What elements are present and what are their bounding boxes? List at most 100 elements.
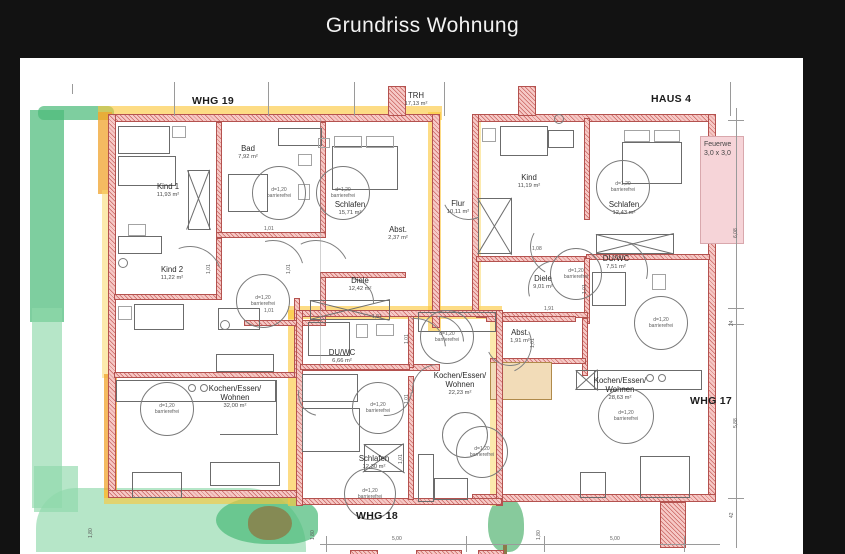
wall-kew17-divider bbox=[582, 318, 588, 376]
room-label-kew17: Kochen/Essen/ Wohnen 28,63 m² bbox=[594, 376, 646, 403]
wall-kind1-right bbox=[216, 238, 222, 300]
wall-kind4-right bbox=[584, 118, 590, 220]
pillow-schlafen4-b bbox=[654, 130, 680, 142]
room-area: 10,11 m² bbox=[446, 209, 470, 215]
furniture-desk-kind1 bbox=[118, 236, 162, 254]
dim-bottom-right: 5,00 bbox=[610, 536, 620, 542]
dining-table-whg17 bbox=[640, 456, 690, 498]
grid-line-b bbox=[268, 82, 269, 116]
furniture-nightstand-kind2 bbox=[118, 306, 132, 320]
kitchen-hob-whg19 bbox=[188, 384, 196, 392]
bf-line1: d=1,20 bbox=[271, 187, 287, 193]
tree-icon-left bbox=[248, 506, 292, 540]
wall-stub-b bbox=[416, 550, 462, 554]
dim-line-bottom bbox=[320, 544, 720, 545]
furniture-stool-kind1 bbox=[118, 258, 128, 268]
room-area: 11,22 m² bbox=[160, 275, 184, 281]
bf-line2: barrierefrei bbox=[610, 187, 636, 193]
room-name: DU/WC bbox=[328, 348, 356, 357]
turning-circle-label-kew17: d=1,20 barrierefrei bbox=[614, 410, 638, 422]
bf-line1: d=1,20 bbox=[439, 331, 455, 337]
room-label-duwc4: DU/WC 7,51 m² bbox=[603, 254, 629, 272]
bf-line2: barrierefrei bbox=[365, 408, 391, 414]
furniture-window-kind2 bbox=[216, 354, 274, 372]
dim-tick-b2 bbox=[466, 536, 467, 552]
bf-line1: d=1,20 bbox=[474, 446, 490, 452]
fire-brigade-label: Feuerwe 3,0 x 3,0 bbox=[704, 140, 731, 158]
fixture-wc-duwc4 bbox=[652, 274, 666, 290]
dim-right-upper: 6,08 bbox=[733, 228, 739, 238]
kitchen-hob2-whg17 bbox=[658, 374, 666, 382]
fixture-wc-duwc18 bbox=[356, 324, 368, 338]
room-area: 7,92 m² bbox=[238, 154, 258, 160]
furniture-pillow-a bbox=[334, 136, 362, 148]
turning-circle-schlafen18 bbox=[344, 468, 396, 520]
room-name-line2: Wohnen bbox=[445, 380, 475, 389]
turning-circle-schlafen19 bbox=[316, 166, 370, 220]
room-label-bad: Bad 7,92 m² bbox=[238, 144, 258, 162]
room-area: 17,13 m² bbox=[404, 101, 428, 107]
turning-circle-label-kind2: d=1,20 barrierefrei bbox=[251, 295, 275, 307]
apartment-label-whg17[interactable]: WHG 17 bbox=[690, 395, 733, 407]
room-label-duwc18: DU/WC 6,66 m² bbox=[329, 348, 355, 366]
page-title: Grundriss Wohnung bbox=[325, 14, 520, 37]
bf-line2: barrierefrei bbox=[434, 337, 460, 343]
wall-trh-stack bbox=[388, 86, 406, 116]
fixture-sink-duwc18 bbox=[376, 324, 394, 336]
furniture-nightstand-kind1 bbox=[172, 126, 186, 138]
turning-circle-kew18 bbox=[456, 426, 508, 478]
room-name: TRH bbox=[407, 91, 425, 100]
room-label-schlafen19: Schlafen 15,71 m² bbox=[335, 200, 365, 218]
wall-haus4-stack bbox=[518, 86, 536, 116]
turning-circle-label-kew18: d=1,20 barrierefrei bbox=[470, 446, 494, 458]
turning-circle-bad bbox=[252, 166, 306, 220]
turning-circle-duwc4 bbox=[634, 296, 688, 350]
furniture-wardrobe-schlafen4 bbox=[596, 234, 674, 254]
dim-door-e: 1,01 bbox=[372, 314, 382, 320]
fire-brigade-label-line1: Feuerwe bbox=[704, 141, 732, 148]
bf-line1: d=1,20 bbox=[653, 317, 669, 323]
room-area: 28,63 m² bbox=[608, 395, 632, 401]
furniture-wardrobe-kind4 bbox=[478, 198, 512, 254]
dim-door-c: 1,01 bbox=[286, 264, 292, 274]
wall-stub-c bbox=[478, 550, 504, 554]
grid-line-e bbox=[72, 84, 73, 94]
turning-circle-diele19 bbox=[420, 310, 474, 364]
furniture-bed-kind1 bbox=[118, 126, 170, 154]
bf-line2: barrierefrei bbox=[357, 494, 383, 500]
room-area: 22,23 m² bbox=[448, 390, 472, 396]
room-label-abst19: Abst. 2,37 m² bbox=[388, 225, 408, 243]
room-area: 2,37 m² bbox=[388, 235, 408, 241]
bf-line2: barrierefrei bbox=[469, 452, 495, 458]
turning-circle-duwc18 bbox=[352, 382, 404, 434]
floorplan-sheet[interactable]: d=1,20 barrierefrei d=1,20 barrierefrei … bbox=[20, 58, 803, 554]
turning-circle-label-duwc18: d=1,20 barrierefrei bbox=[366, 402, 390, 414]
room-label-kind1: Kind 1 11,93 m² bbox=[157, 182, 179, 200]
apartment-label-whg18[interactable]: WHG 18 bbox=[356, 510, 399, 522]
room-name: Schlafen bbox=[608, 200, 640, 209]
building-label-haus4[interactable]: HAUS 4 bbox=[651, 93, 692, 105]
dim-door-h: 1,01 bbox=[404, 334, 410, 344]
room-label-kind4: Kind 11,19 m² bbox=[518, 173, 540, 191]
bf-line1: d=1,20 bbox=[335, 187, 351, 193]
fixture-shower-duwc18 bbox=[308, 322, 350, 356]
kitchen-hob2-whg19 bbox=[200, 384, 208, 392]
sofa-whg18 bbox=[418, 454, 434, 502]
turning-circle-label-kind4: d=1,20 barrierefrei bbox=[564, 268, 588, 280]
bf-line1: d=1,20 bbox=[370, 402, 386, 408]
furniture-nightstand-kind4 bbox=[482, 128, 496, 142]
room-name: DU/WC bbox=[602, 254, 630, 263]
dim-tick-r1 bbox=[728, 120, 744, 121]
apartment-label-whg19[interactable]: WHG 19 bbox=[192, 95, 235, 107]
bf-line1: d=1,20 bbox=[255, 295, 271, 301]
furniture-pillow-b bbox=[366, 136, 394, 148]
furniture-bed-schlafen18 bbox=[302, 374, 358, 402]
room-name-line2: Wohnen bbox=[220, 393, 250, 402]
dim-door-d: 1,01 bbox=[264, 308, 274, 314]
dim-tick-r2 bbox=[728, 308, 744, 309]
wall-stub-d bbox=[660, 502, 686, 548]
dim-bottom-left: 5,00 bbox=[392, 536, 402, 542]
room-label-diele4: Diele 9,01 m² bbox=[533, 274, 553, 292]
room-name: Abst. bbox=[511, 328, 529, 337]
